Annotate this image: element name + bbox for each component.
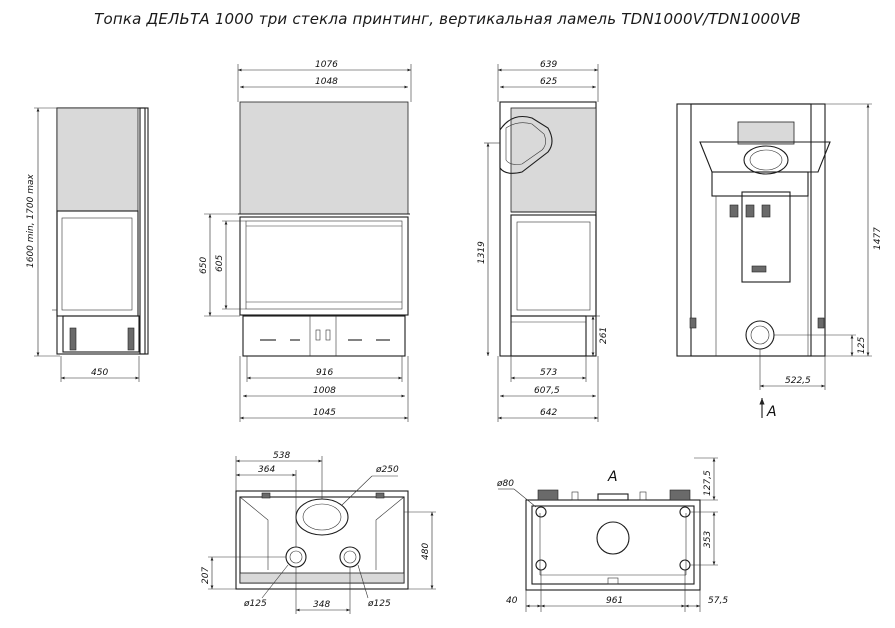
- profile-261-label: 261: [599, 327, 609, 344]
- side-view: [34, 107, 149, 382]
- view-a-353-label: 353: [703, 531, 713, 548]
- profile-width-6075-label: 607,5: [534, 386, 560, 396]
- profile-view: [484, 64, 600, 422]
- rear-arrow-a-label: A: [766, 404, 777, 420]
- view-a-575-label: 57,5: [708, 596, 728, 606]
- profile-top-inner-label: 625: [540, 77, 557, 87]
- plan-538-label: 538: [273, 451, 290, 461]
- rear-height-label: 1477: [873, 227, 883, 250]
- front-height-650-label: 650: [199, 257, 209, 274]
- view-a-40-label: 40: [506, 596, 518, 606]
- view-a-80-label: ø80: [496, 479, 514, 489]
- front-top-inner-label: 1048: [315, 77, 338, 87]
- rear-view: [676, 103, 872, 418]
- profile-height-label: 1319: [477, 241, 487, 264]
- rear-5225-label: 522,5: [785, 376, 811, 386]
- side-depth-label: 450: [91, 368, 108, 378]
- profile-top-outer-label: 639: [540, 60, 557, 70]
- plan-250-label: ø250: [375, 465, 399, 475]
- front-top-outer-label: 1076: [315, 60, 338, 70]
- side-height-label: 1600 min, 1700 max: [26, 173, 36, 268]
- front-width-1045-label: 1045: [313, 408, 336, 418]
- profile-width-573-label: 573: [540, 368, 557, 378]
- view-a-961-label: 961: [606, 596, 623, 606]
- top-plan-view: [208, 456, 436, 614]
- front-width-1008-label: 1008: [313, 386, 336, 396]
- drawing-title: Топка ДЕЛЬТА 1000 три стекла принтинг, в…: [94, 10, 801, 28]
- plan-125-right-label: ø125: [367, 599, 391, 609]
- rear-125-label: 125: [857, 337, 867, 354]
- view-a-1275-label: 127,5: [703, 470, 713, 496]
- view-a-title: A: [607, 469, 618, 485]
- profile-width-642-label: 642: [540, 408, 557, 418]
- front-width-916-label: 916: [316, 368, 333, 378]
- plan-125-left-label: ø125: [243, 599, 267, 609]
- plan-348-label: 348: [313, 600, 330, 610]
- front-height-605-label: 605: [215, 255, 225, 272]
- plan-207-label: 207: [201, 567, 211, 584]
- plan-480-label: 480: [421, 543, 431, 560]
- view-a: [498, 457, 718, 612]
- plan-364-label: 364: [258, 465, 275, 475]
- front-view: [204, 64, 412, 422]
